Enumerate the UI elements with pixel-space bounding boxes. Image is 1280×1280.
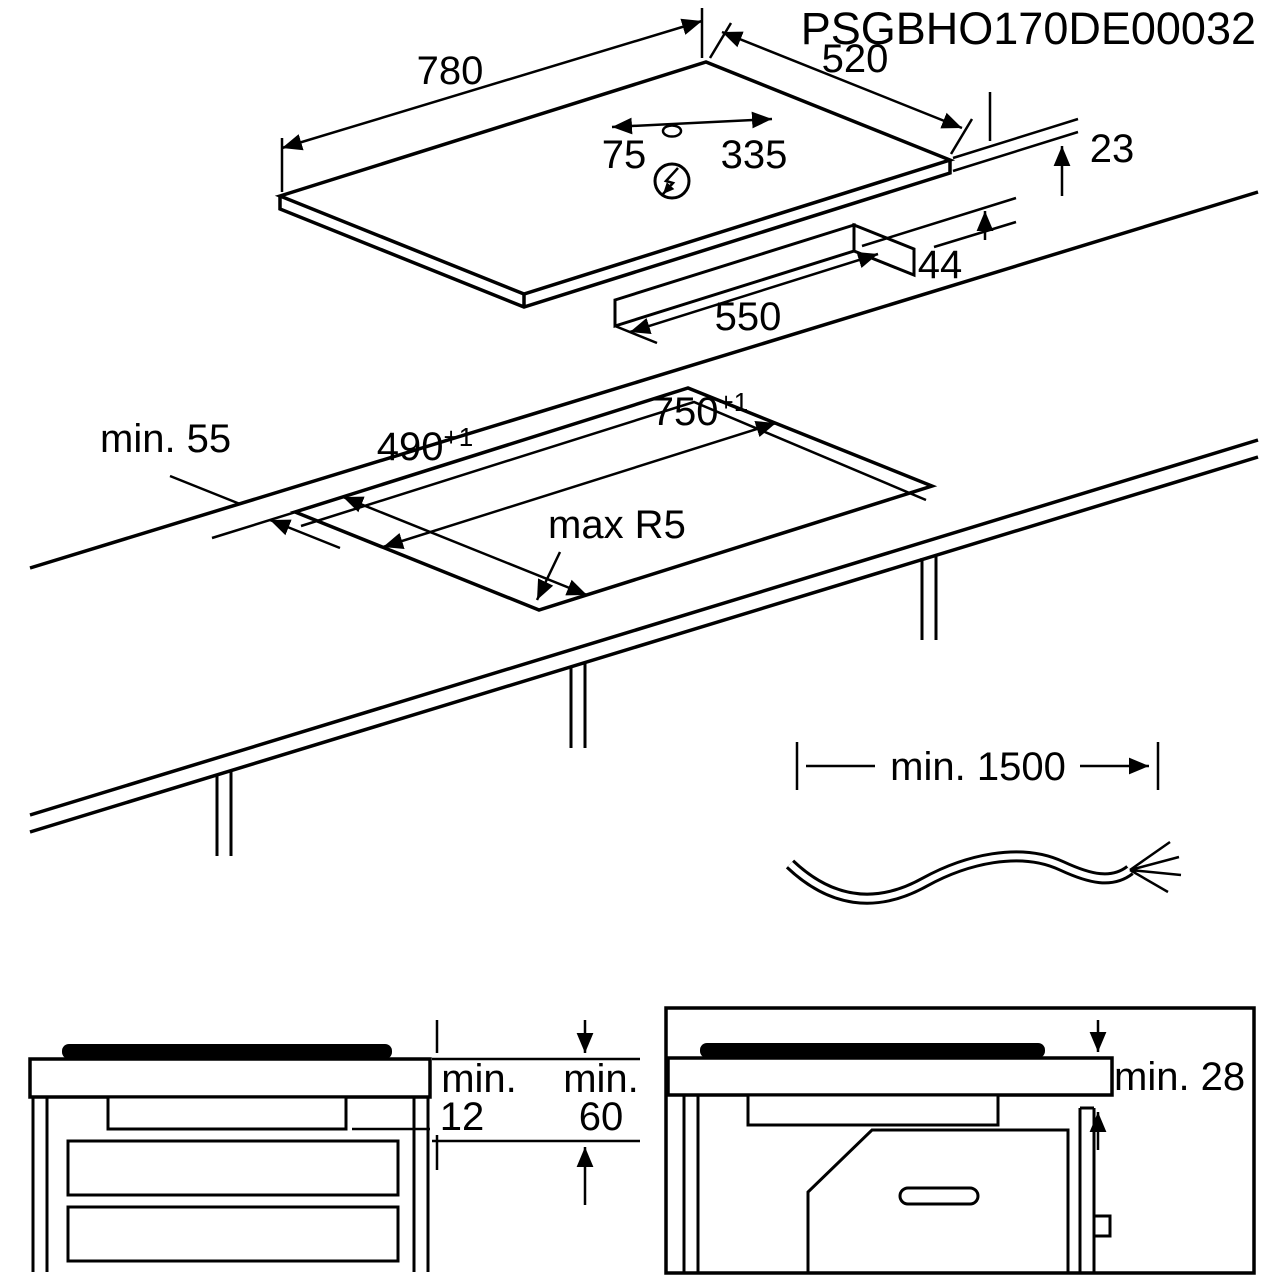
dim-rear-clearance: min. 55 [100,417,341,550]
hob-box-section [106,1095,348,1131]
worktop-section [666,1056,1114,1097]
oven-handle [898,1186,980,1206]
cable-gland-ellipse [661,124,683,138]
down-arrows [435,1020,585,1053]
power-connection-circle [653,162,691,200]
dim-550-line [629,251,879,335]
lightning-bolt-icon [662,167,679,195]
worktop-cutout-view: min. 55 490+1 750+1 max R5 [29,190,1259,856]
dim-min55-extension-line [211,504,316,540]
power-cable-view: min. 1500 [785,742,1182,905]
power-cable-core [787,853,1132,902]
min-label-clearance: min. [563,1057,639,1101]
dim-780-label: 780 [417,49,484,93]
dim-60-label: 60 [579,1095,624,1139]
dim-min55-label: min. 55 [100,417,231,461]
cabinet-legs [215,554,938,856]
oven-knob [1092,1214,1112,1238]
cabinet-side-panels [31,1097,430,1272]
dim-depth-520: 520 [708,22,974,155]
dim-glass-height-23: 23 [952,92,1135,196]
oven-clearance-view: min. 28 [664,1006,1256,1275]
dim-23-label: 23 [1090,127,1135,171]
hob-glass-section [700,1043,1045,1058]
dim-maxr5-label: max R5 [548,503,686,547]
dim-75-label: 75 [602,133,647,177]
dim-corner-radius: max R5 [535,503,686,601]
dim-connection-position: 75 335 [602,111,788,200]
hob-top-surface [274,60,956,296]
cable-wire-ends [1129,840,1182,894]
dim-min28-label: min. 28 [1114,1055,1245,1099]
dim-box-height-44: 44 [861,196,1017,287]
worktop-back-edge [29,190,1259,570]
oven-body [806,1128,1070,1272]
dim-75-335-line [611,111,773,135]
dim-min55-arrows [169,474,341,550]
hob-dimension-view: 780 520 75 335 23 44 [274,8,1135,345]
hob-base-box-side [852,222,916,278]
hob-glass-section [62,1044,392,1059]
dim-750-line [382,421,777,549]
oven-side-panel [1078,1106,1096,1272]
dim-12-label: 12 [440,1095,485,1139]
dim-520-label: 520 [822,37,889,81]
hob-box-section [746,1093,1000,1127]
dim-44-label: 44 [918,243,963,287]
dim-520-extension-lines [708,22,974,155]
dim-1500-label: min. 1500 [890,745,1066,789]
dim-44-extension-lines [861,196,1017,249]
dim-750-label: 750+1 [652,387,748,434]
dim-cutout-width: 750+1 [382,387,777,549]
worktop-front-edge [29,438,1259,834]
min-label-gap: min. [441,1057,517,1101]
up-arrows [435,1135,585,1205]
dim-780-line [281,18,703,151]
dim-520-line [721,30,963,130]
dim-maxr5-leader-arrow [535,551,562,601]
dim-23-extension-lines [952,117,1079,173]
drawer-lower [66,1205,400,1263]
dim-335-label: 335 [721,133,788,177]
view-frame [664,1006,1256,1275]
dim-550-label: 550 [715,295,782,339]
dim-width-780: 780 [280,8,704,192]
worktop-section [28,1057,432,1099]
dim-box-width-550: 550 [614,249,897,345]
drawer-clearance-view: min. min. 12 60 [28,1020,640,1272]
cabinet-side-panel [682,1095,700,1272]
drawer-upper [66,1139,400,1197]
hob-glass-edge [278,160,952,309]
dim-23-arrows [988,92,1062,196]
